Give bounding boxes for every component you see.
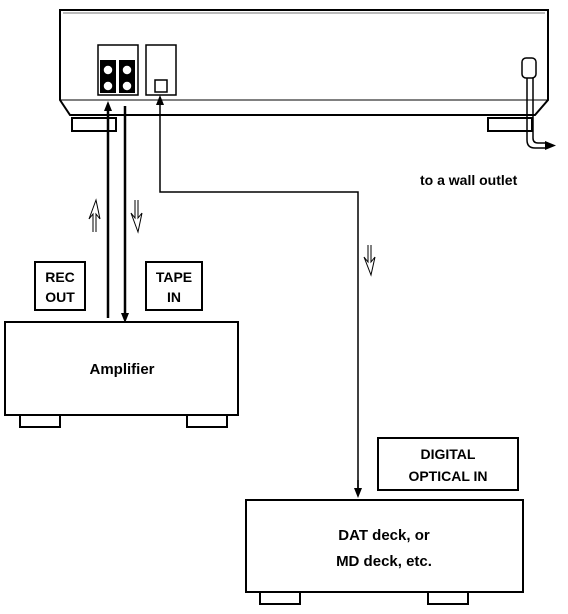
amplifier-label: Amplifier: [89, 361, 154, 378]
rec-out-jack-r: [102, 80, 114, 92]
optical-out-port: [145, 44, 177, 96]
unit-foot-left: [71, 117, 117, 132]
dat-deck-label-line1: DAT deck, or: [338, 527, 430, 544]
unit-foot-right: [487, 117, 533, 132]
optical-in-label: OPTICAL IN: [408, 468, 487, 484]
digital-label: DIGITAL: [421, 446, 476, 462]
tape-in-jack-r: [121, 80, 133, 92]
in-label: IN: [167, 289, 181, 305]
power-cord: [521, 57, 556, 150]
optical-cable: [156, 95, 362, 498]
amplifier: Amplifier: [4, 321, 239, 428]
amplifier-foot-right: [186, 414, 228, 428]
deck-foot-right: [427, 591, 469, 605]
wall-outlet-label: to a wall outlet: [420, 172, 518, 188]
main-unit: [59, 9, 549, 132]
tape-label: TAPE: [156, 269, 192, 285]
tape-in-jack-l: [121, 64, 133, 76]
dat-md-deck: DAT deck, or MD deck, etc.: [245, 499, 524, 605]
analog-cables: [104, 101, 129, 323]
rca-jack-panel: [97, 44, 139, 96]
signal-up-arrow-icon: [88, 198, 101, 232]
tape-in-label-box: TAPE IN: [145, 261, 203, 311]
rec-out-jack-l: [102, 64, 114, 76]
deck-foot-left: [259, 591, 301, 605]
dat-deck-label-line2: MD deck, etc.: [336, 553, 432, 570]
amplifier-foot-left: [19, 414, 61, 428]
plug-icon: [521, 57, 537, 79]
signal-down-arrow-icon-optical: [363, 245, 376, 277]
rec-label: REC: [45, 269, 75, 285]
signal-down-arrow-icon: [130, 200, 143, 234]
rec-out-label-box: REC OUT: [34, 261, 86, 311]
digital-optical-in-label-box: DIGITAL OPTICAL IN: [377, 437, 519, 491]
out-label: OUT: [45, 289, 75, 305]
